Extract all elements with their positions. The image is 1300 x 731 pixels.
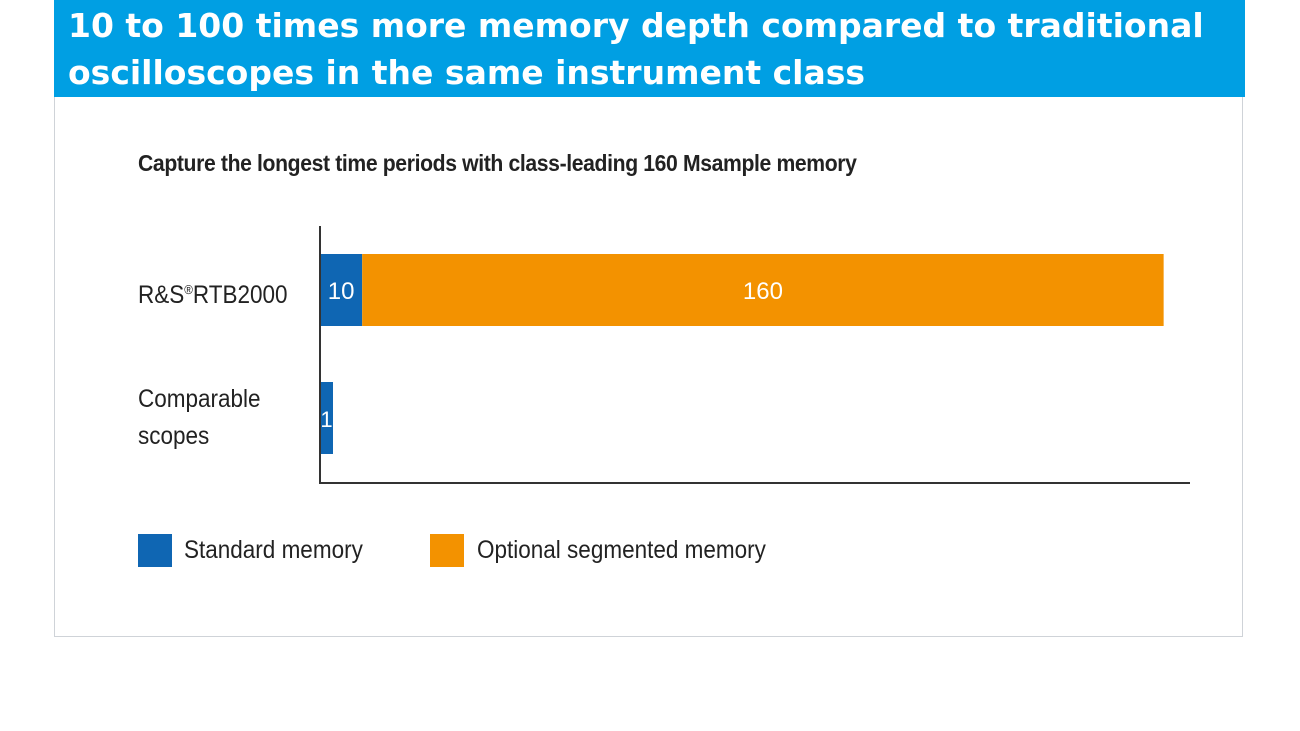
page-title: 10 to 100 times more memory depth compar… [68,6,1204,92]
legend-swatch-standard-memory [138,534,172,567]
chart-title: Capture the longest time periods with cl… [138,150,857,176]
category-label-rtb2000: R&S®RTB2000 [138,271,288,314]
category-label-prefix: R&S [138,281,185,309]
category-label-line2: scopes [138,422,210,450]
category-label-suffix: RTB2000 [192,281,288,309]
registered-mark: ® [184,282,193,297]
legend-label-standard-memory: Standard memory [184,536,363,564]
category-label-comparable-scopes: Comparable scopes [138,381,261,455]
legend-swatch-optional-segmented-memory [430,534,464,567]
header-banner: 10 to 100 times more memory depth compar… [54,0,1245,97]
category-label-line1: Comparable [138,385,261,413]
legend-label-optional-segmented-memory: Optional segmented memory [477,536,766,564]
